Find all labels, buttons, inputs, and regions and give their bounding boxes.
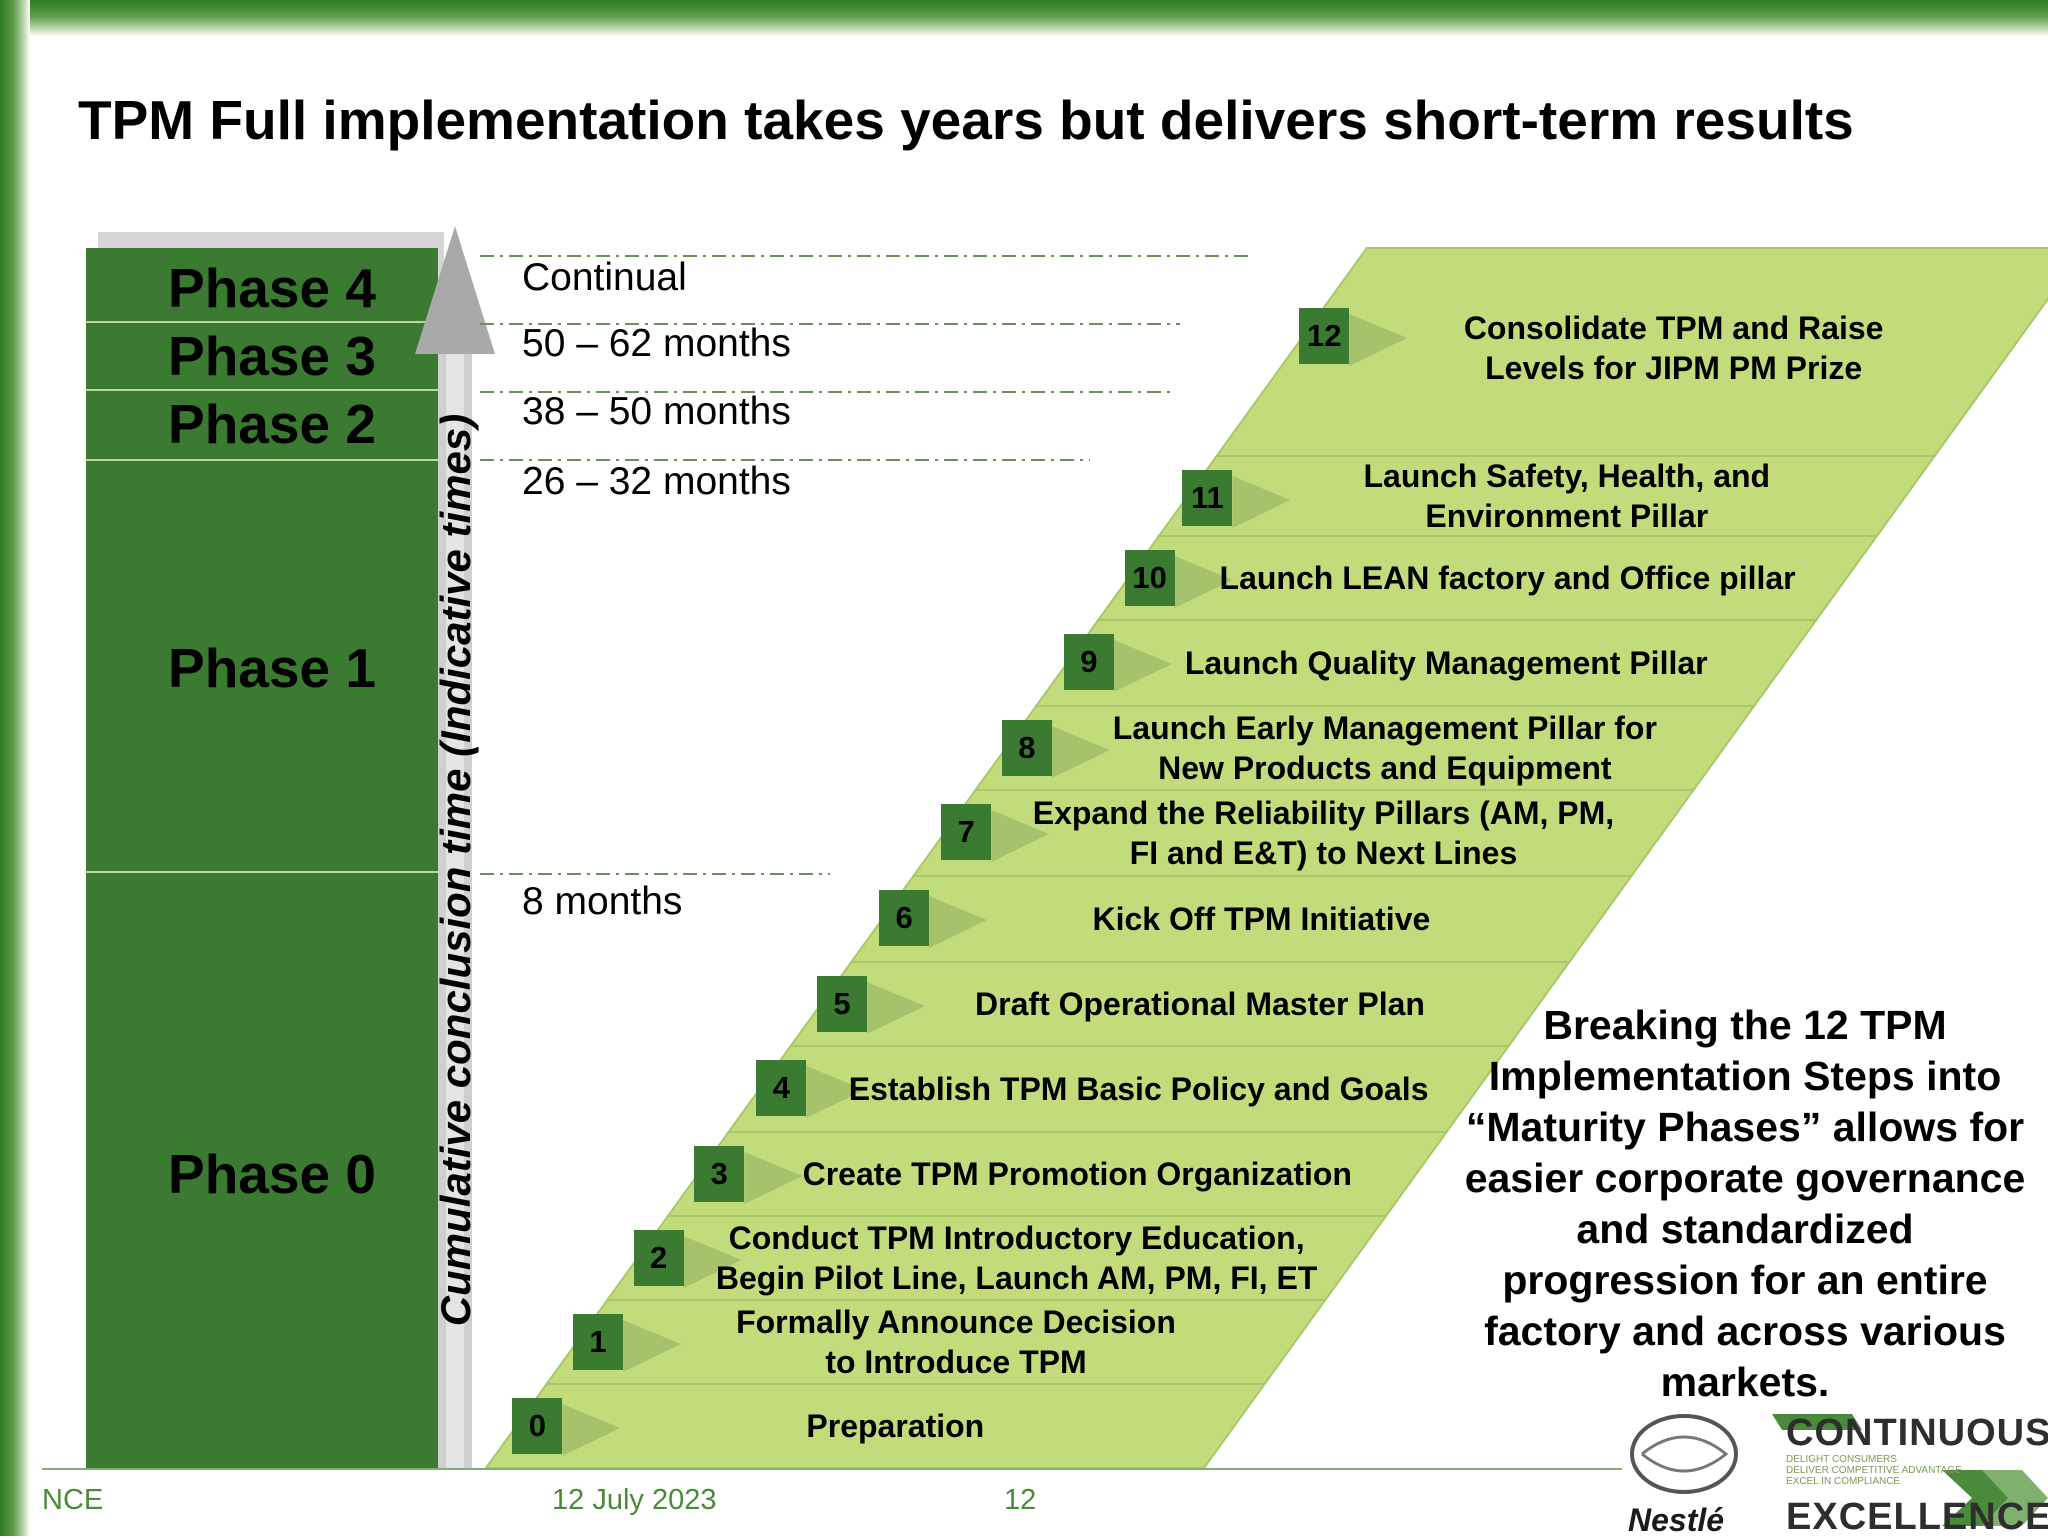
step-label-10: Launch LEAN factory and Office pillar (1219, 560, 1796, 596)
step-shadow-7 (991, 810, 1050, 862)
time-label-phase2: 38 – 50 months (522, 390, 791, 433)
nest-icon (1630, 1414, 1738, 1494)
step-label-7: Expand the Reliability Pillars (AM, PM, … (1032, 795, 1615, 871)
phase-label-0: Phase 0 (168, 1143, 376, 1205)
time-label-phase1: 26 – 32 months (522, 460, 791, 503)
step-number-0: 0 (512, 1398, 563, 1454)
step-number-3: 3 (694, 1146, 745, 1202)
footer-date: 12 July 2023 (552, 1484, 717, 1516)
phase-column (86, 248, 438, 1470)
step-label-4: Establish TPM Basic Policy and Goals (848, 1071, 1429, 1107)
phase-label-1: Phase 1 (168, 637, 376, 699)
step-label-9: Launch Quality Management Pillar (1184, 645, 1708, 681)
step-shadow-12 (1349, 314, 1408, 366)
time-label-phase3: 50 – 62 months (522, 322, 791, 365)
axis-arrow-head (415, 226, 495, 354)
step-shadow-0 (562, 1404, 621, 1456)
step-label-0: Preparation (806, 1408, 985, 1444)
step-number-10: 10 (1124, 550, 1175, 606)
step-shadow-9 (1113, 640, 1172, 692)
logo-line1: CONTINUOUS (1786, 1412, 2048, 1454)
time-label-phase0: 8 months (522, 880, 683, 923)
step-number-11: 11 (1182, 470, 1233, 526)
step-label-2: Conduct TPM Introductory Education, Begi… (715, 1220, 1318, 1296)
step-number-2: 2 (633, 1230, 684, 1286)
step-label-8: Launch Early Management Pillar for New P… (1112, 710, 1657, 786)
step-number-5: 5 (817, 976, 867, 1032)
logo-tagline-2: DELIVER COMPETITIVE ADVANTAGE (1786, 1465, 1962, 1476)
step-label-6: Kick Off TPM Initiative (1092, 901, 1431, 937)
step-shadow-10 (1174, 556, 1233, 608)
logo-brand: Nestlé (1628, 1502, 1725, 1538)
steps-layer (484, 247, 2048, 1469)
slide-border-top (0, 0, 2048, 36)
phase-boundaries (480, 255, 1250, 875)
step-label-1: Formally Announce Decision to Introduce … (736, 1304, 1176, 1380)
step-number-4: 4 (756, 1060, 807, 1116)
step-number-7: 7 (941, 804, 992, 860)
step-label-5: Draft Operational Master Plan (975, 986, 1425, 1022)
slide-border-left (0, 0, 30, 1536)
footer-page-number: 12 (1004, 1484, 1037, 1516)
step-shadow-6 (929, 896, 988, 948)
logo-graphic (1630, 1414, 2048, 1526)
step-shadow-8 (1051, 726, 1110, 778)
phase-label-4: Phase 4 (168, 257, 376, 319)
step-number-8: 8 (1001, 720, 1052, 776)
slide-title: TPM Full implementation takes years but … (78, 89, 1854, 151)
axis-title: Cumulative conclusion time (Indicative t… (432, 413, 479, 1327)
step-shadow-11 (1232, 476, 1291, 528)
footer-left: NCE (42, 1484, 104, 1516)
step-label-12: Consolidate TPM and Raise Levels for JIP… (1463, 310, 1884, 386)
logo-tagline-1: DELIGHT CONSUMERS (1786, 1454, 1897, 1465)
footer-rule (42, 1468, 1622, 1470)
continuous-excellence-logo: Nestlé CONTINUOUS DELIGHT CONSUMERS DELI… (1622, 1410, 2048, 1538)
time-label-continual: Continual (522, 256, 687, 299)
phase-label-3: Phase 3 (168, 325, 376, 387)
step-number-9: 9 (1063, 634, 1114, 690)
logo-tagline-3: EXCEL IN COMPLIANCE (1786, 1476, 1901, 1487)
logo-chevron-2 (1982, 1470, 2048, 1526)
step-shadow-4 (806, 1066, 865, 1118)
step-number-1: 1 (572, 1314, 623, 1370)
step-shadow-2 (683, 1236, 742, 1288)
logo-line2: EXCELLENCE (1786, 1496, 2048, 1538)
logo-tagline: DELIGHT CONSUMERS DELIVER COMPETITIVE AD… (1786, 1454, 1996, 1487)
step-label-3: Create TPM Promotion Organization (802, 1156, 1352, 1192)
phase-label-2: Phase 2 (168, 393, 376, 455)
step-number-12: 12 (1299, 308, 1350, 364)
step-number-6: 6 (879, 890, 930, 946)
step-shadow-1 (622, 1320, 681, 1372)
callout-text: Breaking the 12 TPM Implementation Steps… (1464, 1002, 2026, 1405)
step-shadow-3 (744, 1152, 803, 1204)
step-shadow-5 (867, 982, 926, 1034)
step-label-11: Launch Safety, Health, and Environment P… (1363, 458, 1771, 534)
axis-arrow-highlight (446, 354, 464, 1470)
